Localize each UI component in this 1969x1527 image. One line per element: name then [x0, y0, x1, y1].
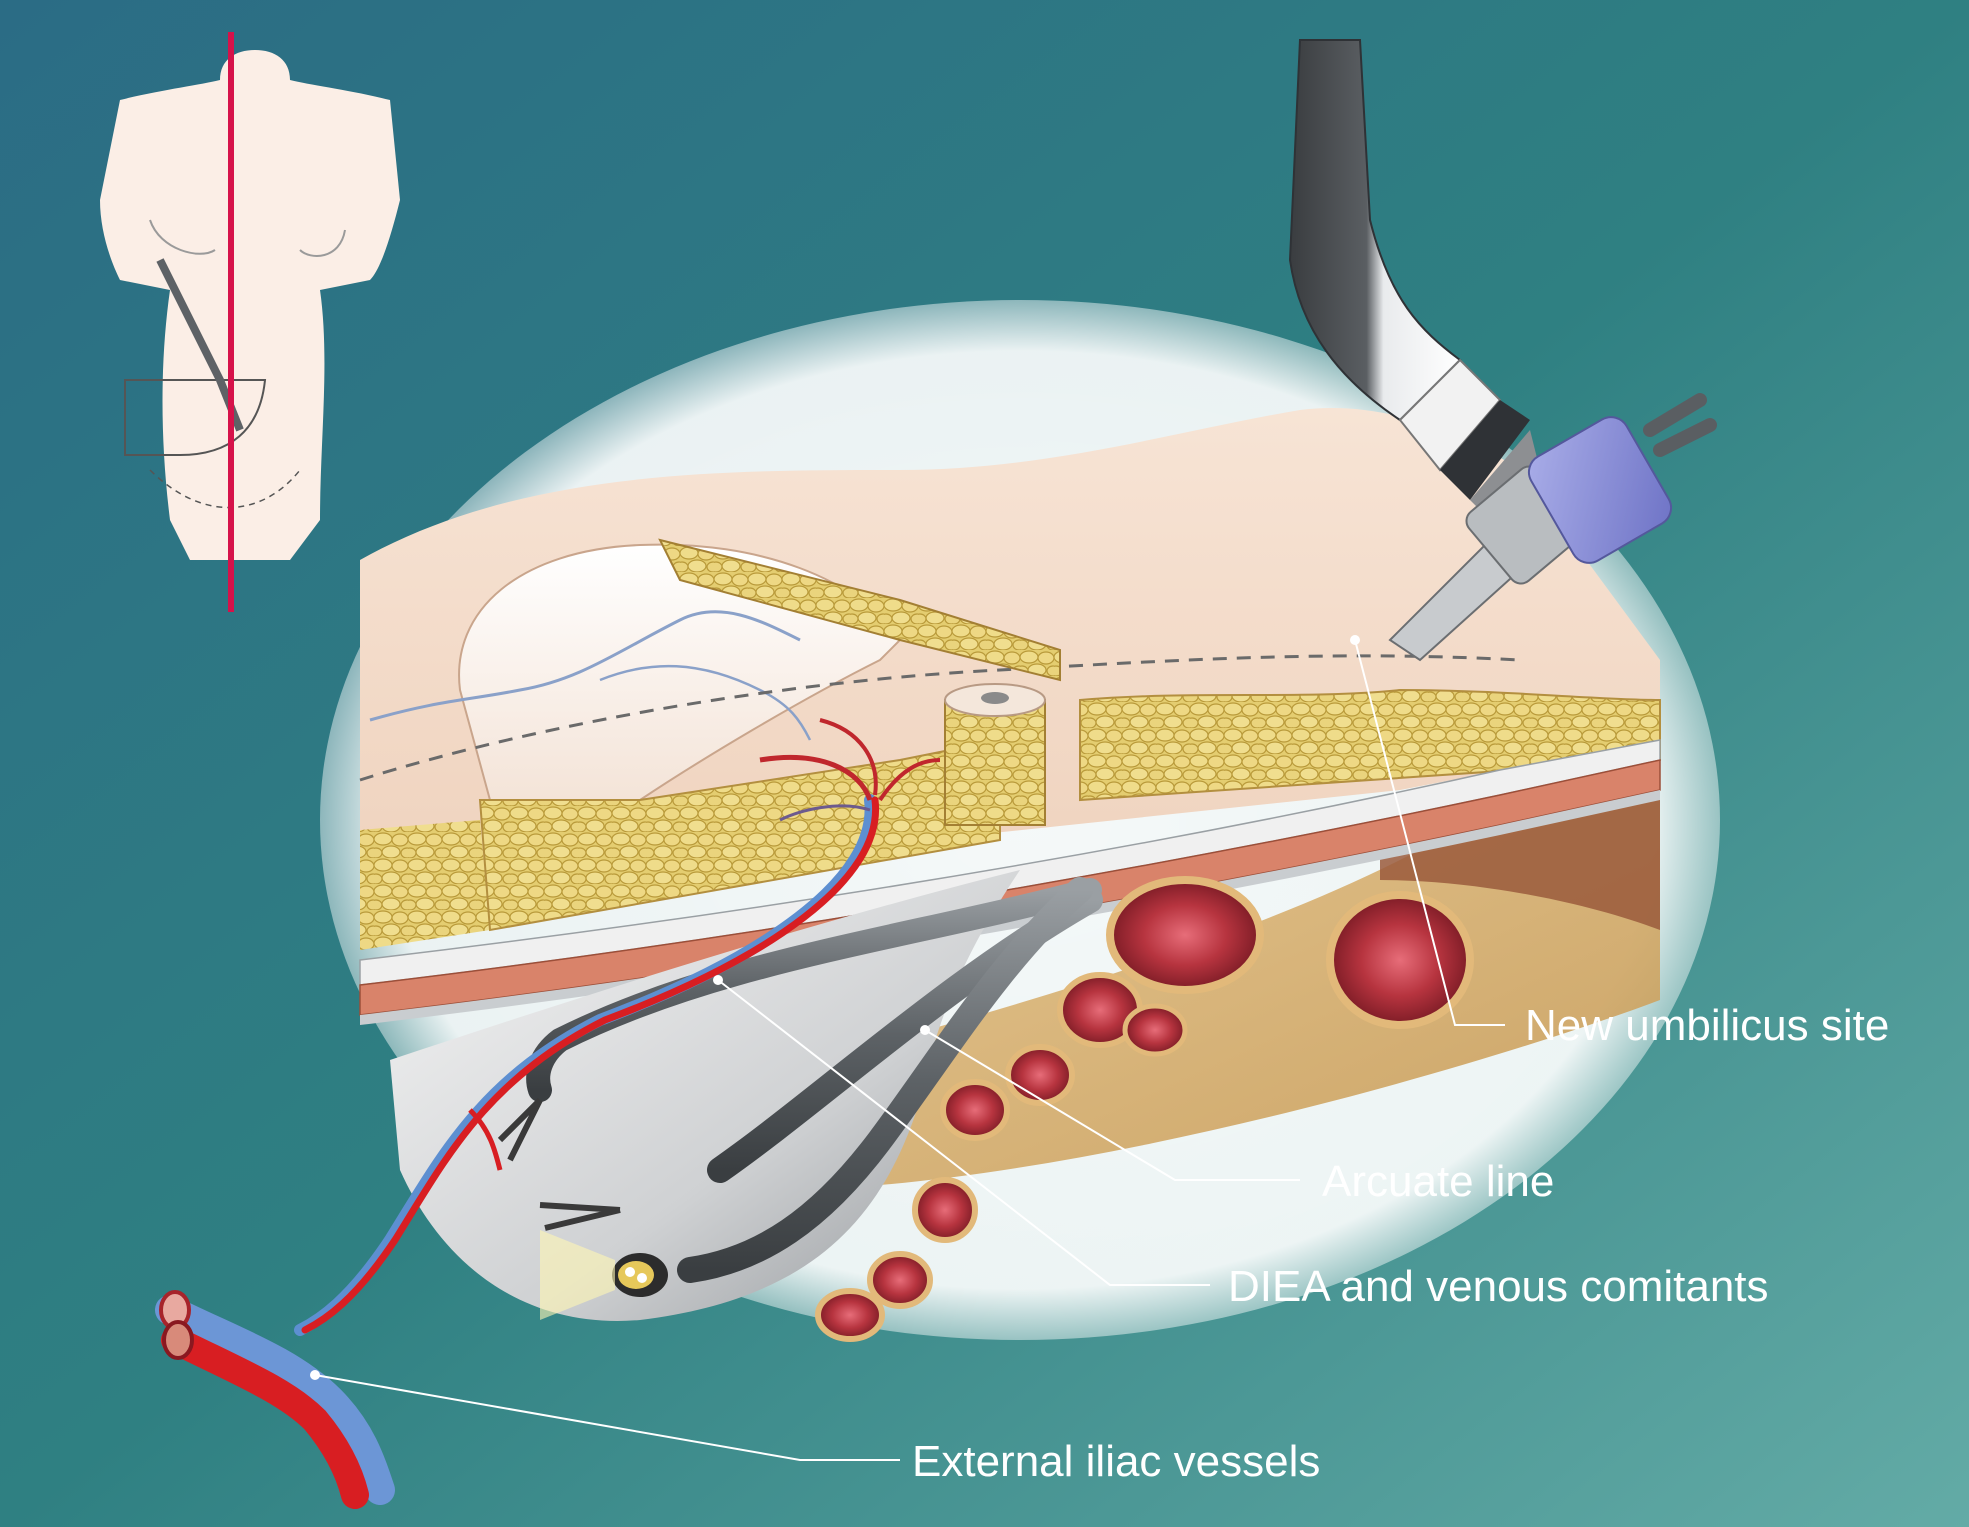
torso-icon	[100, 50, 400, 560]
superficial-vein	[599, 664, 812, 741]
label-diea: DIEA and venous comitants	[1228, 1262, 1769, 1311]
leader-new-umbilicus	[1354, 639, 1505, 1026]
midline-marker	[228, 32, 234, 612]
abdominal-cross-section	[155, 39, 1717, 1509]
external-iliac-vessels	[155, 1290, 395, 1509]
leader-dot	[1350, 635, 1360, 645]
superficial-vein	[369, 610, 801, 722]
laparoscopic-instruments	[497, 877, 1103, 1320]
leader-arcuate-line	[924, 1029, 1300, 1181]
fat-layer	[1079, 688, 1661, 802]
diea-vessels	[294, 718, 941, 1336]
torso-inset	[100, 32, 400, 612]
label-new-umbilicus-site: New umbilicus site	[1525, 1001, 1889, 1050]
label-arcuate-line: Arcuate line	[1322, 1157, 1554, 1206]
fat-wall	[658, 538, 1061, 682]
umbilical-stalk	[944, 683, 1046, 826]
posterior-sheath	[360, 790, 1660, 1025]
incision-line	[359, 654, 1521, 782]
flap-outline-icon	[124, 379, 267, 456]
label-external-iliac-vessels: External iliac vessels	[912, 1437, 1320, 1486]
leader-dot	[920, 1025, 930, 1035]
leader-diea	[717, 979, 1210, 1286]
robotic-arm	[1288, 39, 1717, 662]
leader-dot	[713, 975, 723, 985]
inset-instrument-icon	[156, 258, 244, 432]
leader-dot	[310, 1370, 320, 1380]
fat-layer	[360, 820, 490, 950]
leader-lines	[310, 635, 1505, 1461]
leader-external-iliac	[314, 1374, 900, 1461]
